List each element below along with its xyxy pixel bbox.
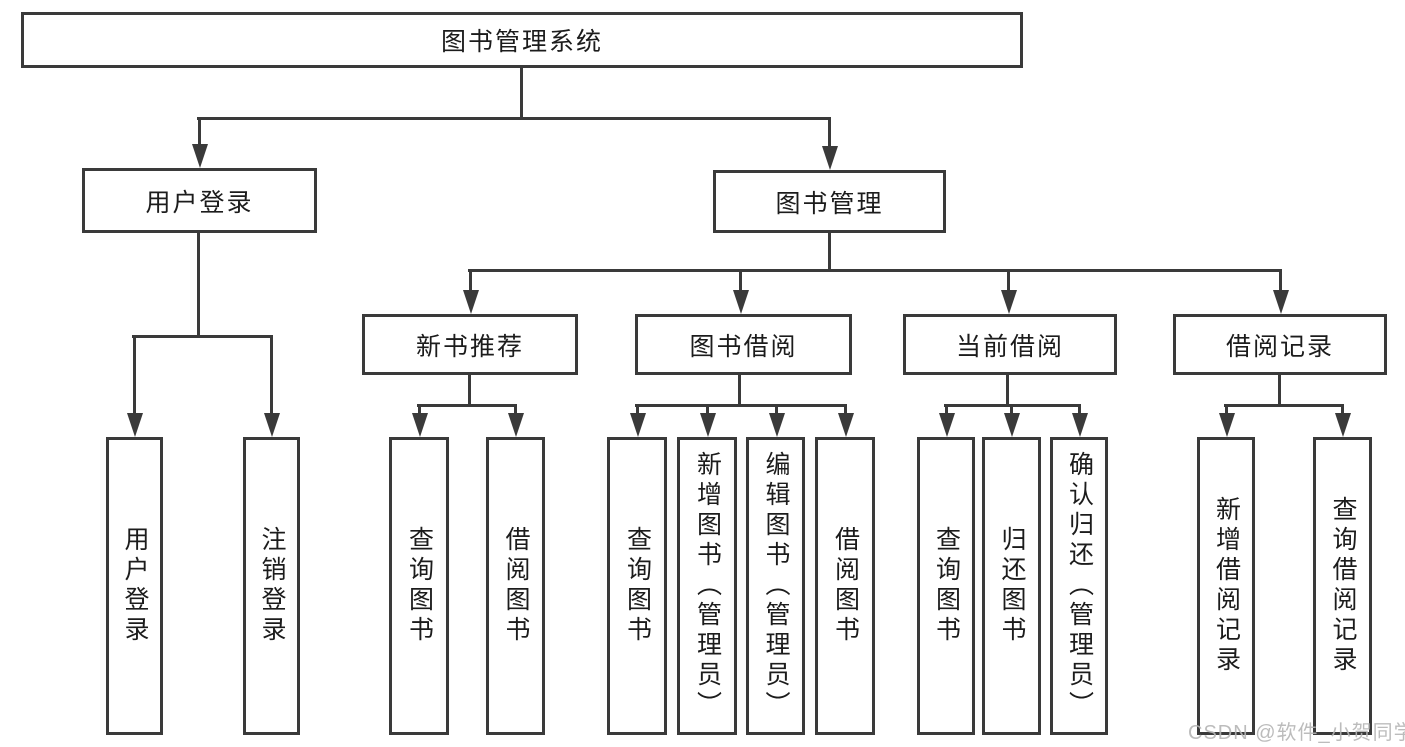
arrow-down-icon [844,404,847,413]
connector-level3-rail [468,269,1281,272]
leaf-add-books-admin: 新增图书（管理员） [677,437,737,735]
connector-borrow-record-stub [1278,373,1281,407]
leaf-borrow-books: 借阅图书 [815,437,875,735]
arrow-down-icon [706,404,709,413]
arrow-down-icon [1078,404,1081,413]
connector-root-stub [520,66,523,120]
arrow-down-icon [636,404,639,413]
leaf-query-borrow-record: 查询借阅记录 [1313,437,1372,735]
arrow-down-icon [514,404,517,413]
arrow-down-icon [198,117,201,144]
connector-new-book-rail [417,404,517,407]
node-new-book-recommendation: 新书推荐 [362,314,578,375]
arrow-down-icon [1225,404,1228,413]
connector-user-login-stub [197,231,200,338]
node-current-borrowing: 当前借阅 [903,314,1117,375]
node-user-login: 用户登录 [82,168,317,233]
leaf-borrow-books: 借阅图书 [486,437,545,735]
arrow-down-icon [1279,269,1282,290]
connector-book-management-stub [828,231,831,272]
csdn-watermark: CSDN @软件_小贺同学 [1188,722,1405,744]
leaf-add-borrow-record: 新增借阅记录 [1197,437,1255,735]
arrow-down-icon [1007,269,1010,290]
arrow-down-icon [133,335,136,413]
arrow-down-icon [270,335,273,413]
arrow-down-icon [418,404,421,413]
leaf-query-books: 查询图书 [607,437,667,735]
leaf-query-books: 查询图书 [917,437,975,735]
arrow-down-icon [828,117,831,146]
leaf-logout: 注销登录 [243,437,300,735]
node-library-management-system: 图书管理系统 [21,12,1023,68]
connector-borrow-record-rail [1224,404,1344,407]
arrow-down-icon [1010,404,1013,413]
connector-book-borrow-rail [635,404,847,407]
connector-current-borrow-stub [1006,373,1009,407]
arrow-down-icon [469,269,472,290]
connector-new-book-stub [468,373,471,407]
connector-book-borrow-stub [738,373,741,407]
node-book-borrowing: 图书借阅 [635,314,852,375]
leaf-confirm-return-admin: 确认归还（管理员） [1050,437,1108,735]
connector-user-login-rail [132,335,272,338]
leaf-return-books: 归还图书 [982,437,1041,735]
leaf-user-login: 用户登录 [106,437,163,735]
leaf-query-books: 查询图书 [389,437,449,735]
arrow-down-icon [775,404,778,413]
node-book-management: 图书管理 [713,170,946,233]
node-borrowing-records: 借阅记录 [1173,314,1387,375]
arrow-down-icon [739,269,742,290]
arrow-down-icon [1341,404,1344,413]
leaf-edit-books-admin: 编辑图书（管理员） [746,437,805,735]
connector-level2-rail [197,117,831,120]
arrow-down-icon [945,404,948,413]
